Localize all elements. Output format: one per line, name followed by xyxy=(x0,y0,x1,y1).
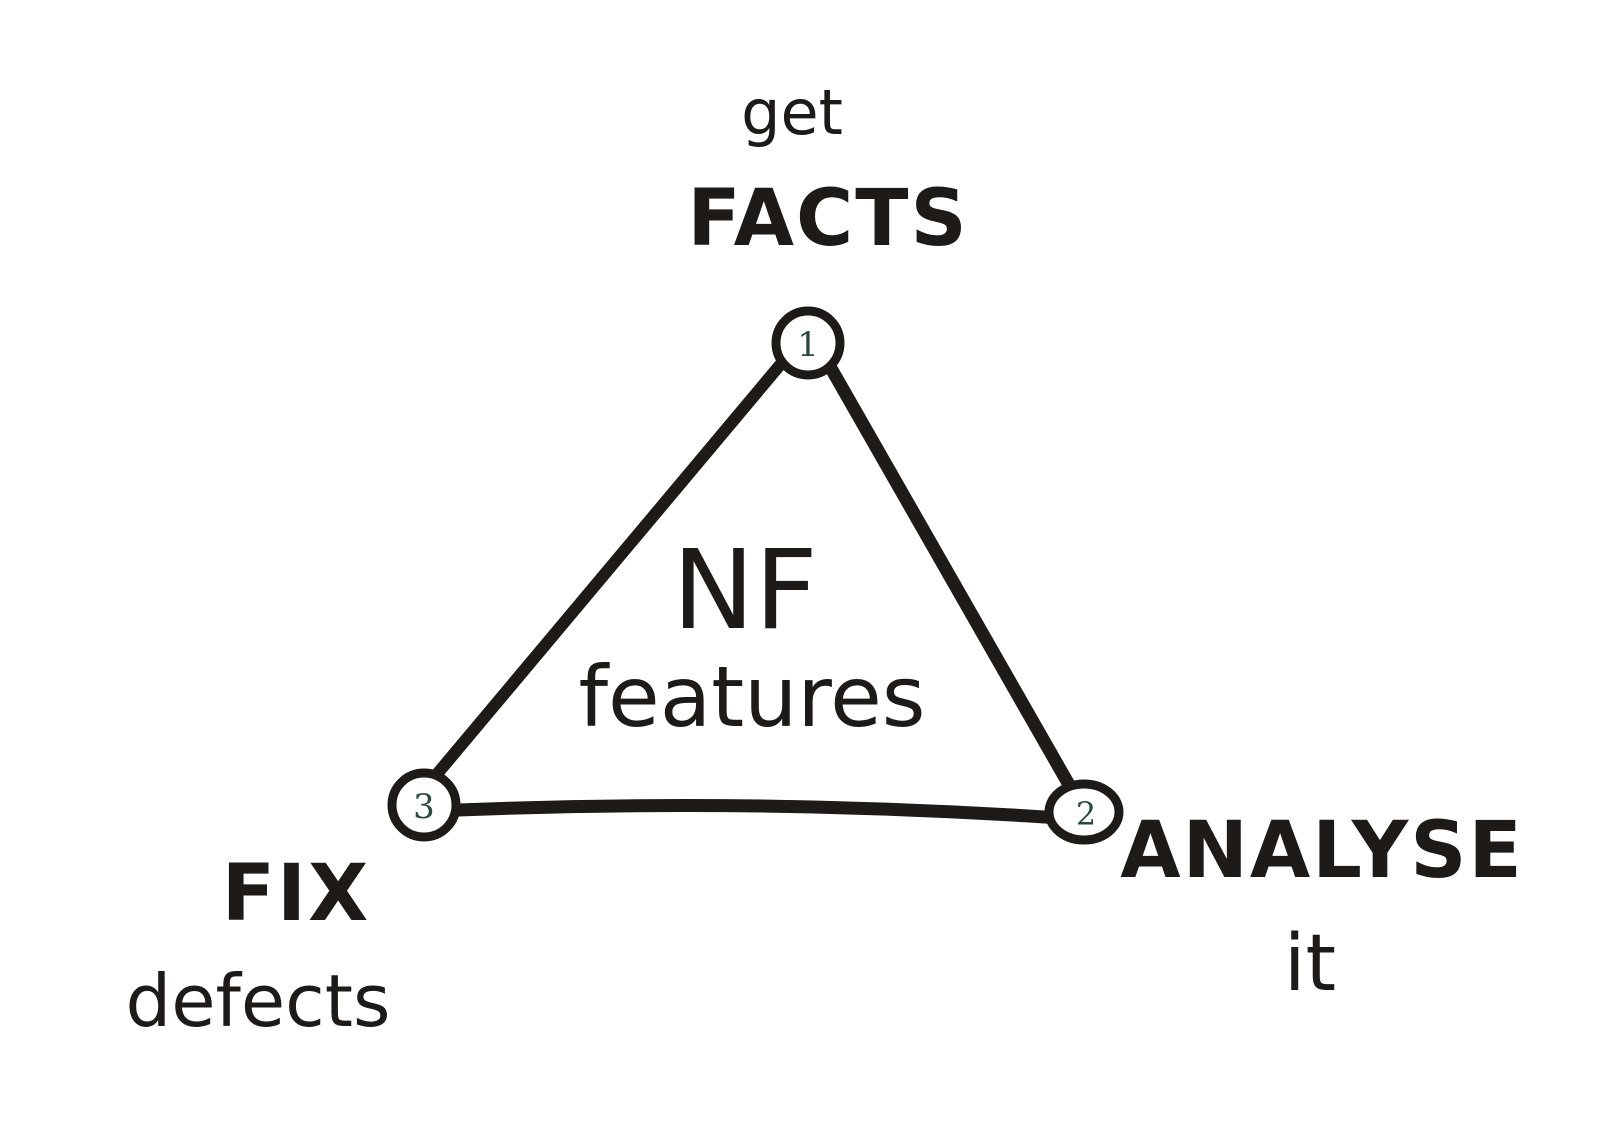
node-2-bottom-label: it xyxy=(1283,919,1337,1009)
node-2-number: 2 xyxy=(1076,795,1096,833)
node-3-bottom-label: defects xyxy=(125,959,391,1043)
node-2-circle: 2 xyxy=(1044,779,1124,845)
edge-1-2 xyxy=(825,363,1079,797)
center-subtitle: features xyxy=(578,648,926,746)
node-1-number: 1 xyxy=(797,325,819,365)
node-3-top-label: FIX xyxy=(221,849,371,939)
edge-1-3 xyxy=(426,359,786,786)
center-title: NF xyxy=(672,526,818,654)
node-2-top-label: ANALYSE xyxy=(1120,806,1524,896)
node-1-circle: 1 xyxy=(771,306,845,380)
node-3-circle: 3 xyxy=(387,768,461,842)
node-1-bottom-label: FACTS xyxy=(687,174,969,264)
node-1-top-label: get xyxy=(741,76,843,149)
node-3-number: 3 xyxy=(413,787,435,827)
edge-3-2 xyxy=(451,799,1067,825)
